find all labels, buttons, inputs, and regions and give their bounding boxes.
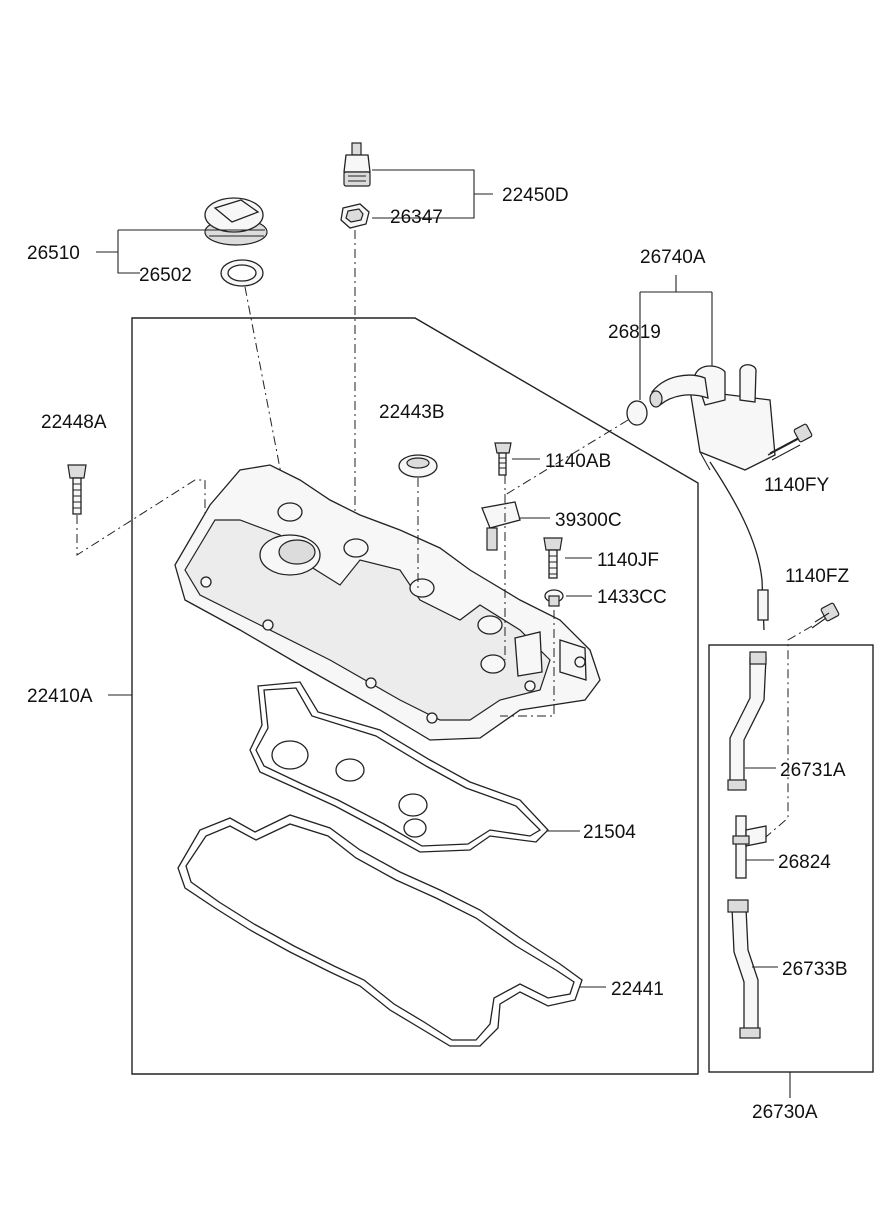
grommet-part [544, 589, 564, 607]
label-1140JF: 1140JF [597, 550, 659, 571]
label-1140FY: 1140FY [764, 475, 829, 496]
sensor-washer-part [340, 203, 370, 229]
label-26740A: 26740A [640, 247, 706, 268]
breather-hose-upper-part [727, 651, 767, 791]
label-26819: 26819 [608, 322, 661, 343]
label-22443B: 22443B [379, 402, 445, 423]
bolt-1140AB-part [494, 442, 512, 476]
leader-22450D [372, 169, 493, 219]
label-26730A: 26730A [752, 1102, 818, 1123]
label-1140AB: 1140AB [545, 451, 611, 472]
label-39300C: 39300C [555, 510, 622, 531]
cam-sensor-part [481, 501, 521, 551]
label-1140FZ: 1140FZ [785, 566, 849, 587]
pcv-oring-part [626, 400, 648, 426]
spark-plug-gasket-part [249, 681, 549, 853]
dash-1140FZ [759, 625, 813, 843]
label-26731A: 26731A [780, 760, 846, 781]
cylinder-head-cover-part [174, 464, 601, 741]
dash-center-bolts [500, 475, 555, 717]
label-26733B: 26733B [782, 959, 848, 980]
label-1433CC: 1433CC [597, 587, 667, 608]
temperature-sensor-part [343, 142, 371, 187]
label-21504: 21504 [583, 822, 636, 843]
oil-seal-part [398, 454, 438, 478]
pcv-hose-end [757, 589, 769, 621]
hose-clip-part [732, 815, 767, 879]
leader-26740A [639, 275, 713, 400]
pcv-valve-part [649, 364, 776, 471]
main-assembly-frame [131, 317, 699, 1075]
label-22410A: 22410A [27, 686, 93, 707]
bolt-1140JF-part [543, 537, 563, 579]
label-26347: 26347 [390, 207, 443, 228]
label-22450D: 22450D [502, 185, 569, 206]
label-22441: 22441 [611, 979, 664, 1000]
dash-pcv [504, 419, 629, 496]
pcv-hose-line [709, 461, 765, 631]
label-26502: 26502 [139, 265, 192, 286]
bolt-1140FY-part [767, 423, 813, 461]
bolt-1140FZ-part [811, 602, 840, 629]
oil-filler-cap-part [204, 197, 268, 246]
hose-assembly-frame [708, 644, 874, 1073]
label-26510: 26510 [27, 243, 80, 264]
label-22448A: 22448A [41, 412, 107, 433]
breather-hose-lower-part [727, 899, 761, 1039]
filler-cap-seal-part [220, 259, 264, 287]
head-cover-gasket-part [177, 814, 583, 1047]
bolt-22448A-part [67, 464, 87, 515]
label-26824: 26824 [778, 852, 831, 873]
leader-26510 [96, 229, 207, 274]
